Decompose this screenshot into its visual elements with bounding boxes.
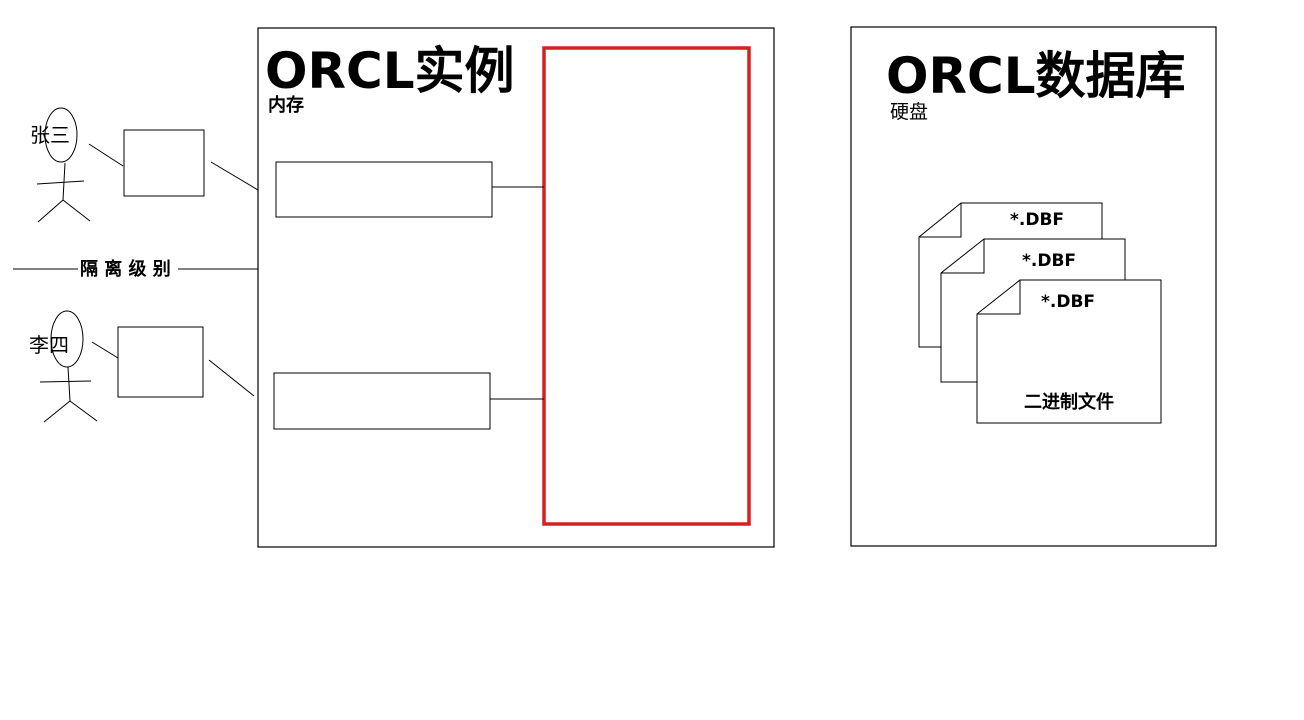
instance-title: ORCL实例	[265, 42, 515, 100]
person-name-zhangsan: 张三	[30, 123, 70, 147]
isolation-label: 隔 离 级 别	[80, 258, 171, 280]
data-file-3-fold	[977, 280, 1021, 315]
session-box-1	[275, 161, 493, 218]
data-file-3	[976, 279, 1162, 424]
database-title: ORCL数据库	[886, 47, 1186, 105]
client-box-1	[123, 129, 205, 197]
person-leg-left-1	[37, 199, 64, 223]
person-head-2	[50, 310, 84, 368]
person-arms-1	[36, 180, 85, 185]
disk-label: 硬盘	[890, 101, 928, 123]
database-box	[850, 26, 1217, 547]
person-leg-right-2	[69, 400, 98, 422]
binary-files-label: 二进制文件	[1024, 391, 1114, 413]
shared-memory-area	[542, 46, 751, 526]
client-box-2	[117, 326, 204, 398]
user-link-1a	[88, 143, 124, 167]
data-file-3-label: *.DBF	[1041, 292, 1095, 312]
data-file-2-fold	[941, 239, 985, 274]
person-arms-2	[39, 380, 92, 383]
person-body-1	[62, 162, 66, 201]
user-link-2a	[91, 341, 119, 359]
person-head-1	[44, 107, 78, 163]
person-body-2	[67, 366, 71, 402]
data-file-1-label: *.DBF	[1010, 210, 1064, 230]
memory-label: 内存	[268, 94, 304, 116]
data-file-1-fold	[919, 203, 962, 238]
user-link-1b	[210, 161, 259, 191]
person-leg-left-2	[43, 400, 71, 423]
isolation-label-bg	[78, 256, 178, 280]
data-file-2-label: *.DBF	[1022, 251, 1076, 271]
person-leg-right-1	[62, 199, 91, 222]
session-box-2	[273, 372, 491, 430]
person-name-lisi: 李四	[29, 333, 69, 357]
instance-box	[257, 27, 775, 548]
user-link-2b	[208, 359, 255, 397]
